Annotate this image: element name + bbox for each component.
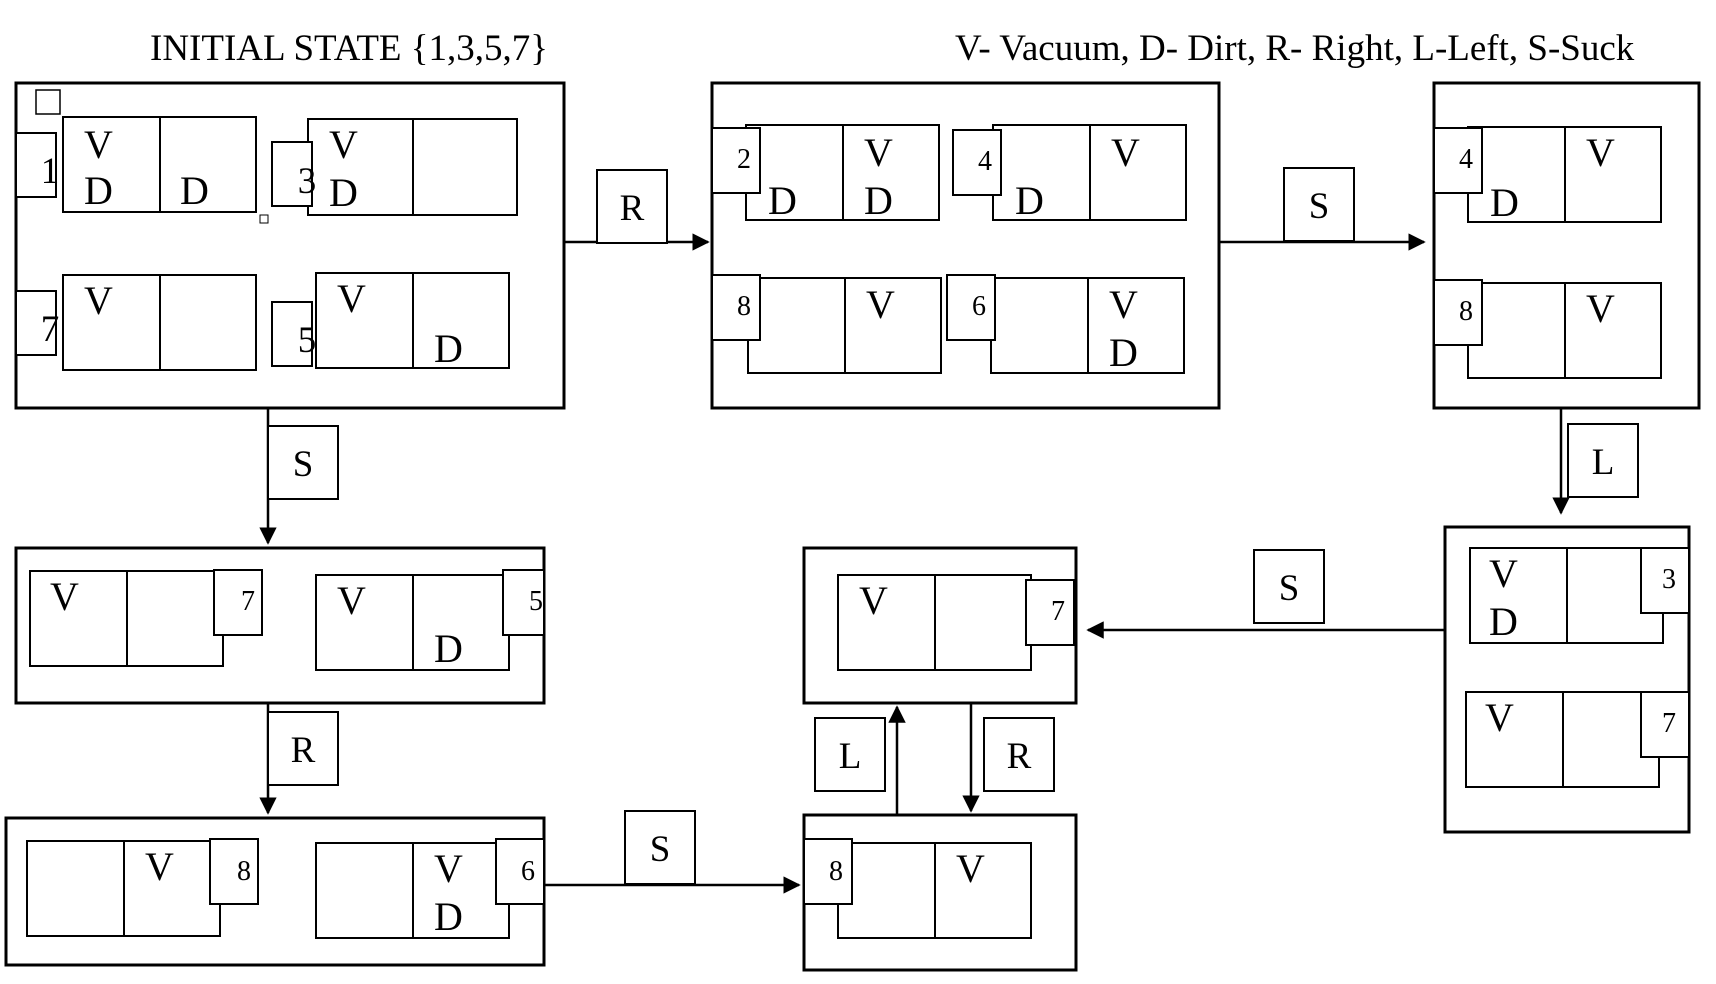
vacuum-mark: V <box>434 846 463 891</box>
action-box-l-2 <box>814 717 886 792</box>
state-box-7-final <box>802 546 1078 705</box>
vacuum-mark: V <box>329 122 358 167</box>
state-box-37 <box>1443 525 1691 834</box>
action-label: R <box>1007 736 1032 777</box>
dirt-mark: D <box>329 170 358 215</box>
action-label: R <box>620 188 645 229</box>
state-number: 7 <box>1051 596 1065 627</box>
state-number: 8 <box>737 291 751 322</box>
state-number: 3 <box>1662 564 1676 595</box>
action-box-s-2 <box>1253 549 1325 624</box>
state-box-8-final <box>802 813 1078 972</box>
vacuum-mark: V <box>956 846 985 891</box>
vacuum-mark: V <box>1489 551 1518 596</box>
state-number: 2 <box>737 144 751 175</box>
state-box-2468 <box>710 81 1221 410</box>
action-label: S <box>1309 186 1330 227</box>
state-number: 6 <box>521 856 535 887</box>
dirt-mark: D <box>84 168 113 213</box>
dirt-mark: D <box>1489 599 1518 644</box>
dirt-mark: D <box>1490 180 1519 225</box>
initial-state-box <box>14 81 566 410</box>
state-number: 4 <box>978 146 992 177</box>
vacuum-mark: V <box>337 578 366 623</box>
state-number: 8 <box>829 856 843 887</box>
vacuum-mark: V <box>1485 695 1514 740</box>
action-label: S <box>1279 568 1300 609</box>
action-box-r-1 <box>596 169 668 244</box>
vacuum-mark: V <box>145 844 174 889</box>
state-number: 5 <box>298 320 317 361</box>
action-box-r-2 <box>267 711 339 786</box>
vacuum-mark: V <box>50 574 79 619</box>
state-number: 7 <box>1662 708 1676 739</box>
state-number: 7 <box>241 586 255 617</box>
vacuum-mark: V <box>337 276 366 321</box>
dirt-mark: D <box>864 178 893 223</box>
vacuum-mark: V <box>864 130 893 175</box>
state-box-86 <box>4 816 546 967</box>
vacuum-mark: V <box>1586 286 1615 331</box>
vacuum-mark: V <box>1586 130 1615 175</box>
action-box-r-3 <box>983 717 1055 792</box>
vacuum-mark: V <box>84 278 113 323</box>
state-number: 5 <box>529 586 543 617</box>
vacuum-mark: V <box>84 122 113 167</box>
state-number: 3 <box>298 161 317 202</box>
dirt-mark: D <box>180 168 209 213</box>
action-label: R <box>291 730 316 771</box>
dirt-mark: D <box>434 626 463 671</box>
state-box-48 <box>1432 81 1701 410</box>
action-box-s-3 <box>267 425 339 500</box>
action-label: L <box>1592 442 1615 483</box>
state-number: 1 <box>41 151 60 192</box>
state-number: 4 <box>1459 144 1473 175</box>
dirt-mark: D <box>1109 330 1138 375</box>
diagram-title: INITIAL STATE {1,3,5,7} <box>150 28 548 69</box>
action-label: S <box>650 829 671 870</box>
dirt-mark: D <box>1015 178 1044 223</box>
action-box-s-1 <box>1283 167 1355 242</box>
vacuum-mark: V <box>1109 282 1138 327</box>
state-box-75 <box>14 546 546 705</box>
state-number: 8 <box>237 856 251 887</box>
legend-text: V- Vacuum, D- Dirt, R- Right, L-Left, S-… <box>955 28 1635 69</box>
action-label: S <box>293 444 314 485</box>
state-number: 6 <box>972 291 986 322</box>
vacuum-mark: V <box>859 578 888 623</box>
state-number: 8 <box>1459 296 1473 327</box>
dirt-mark: D <box>434 326 463 371</box>
state-number: 7 <box>41 309 60 350</box>
action-label: L <box>839 736 862 777</box>
action-box-s-4 <box>624 810 696 885</box>
dirt-mark: D <box>434 894 463 939</box>
action-box-l-1 <box>1567 423 1639 498</box>
dirt-mark: D <box>768 178 797 223</box>
vacuum-mark: V <box>1111 130 1140 175</box>
vacuum-mark: V <box>866 282 895 327</box>
